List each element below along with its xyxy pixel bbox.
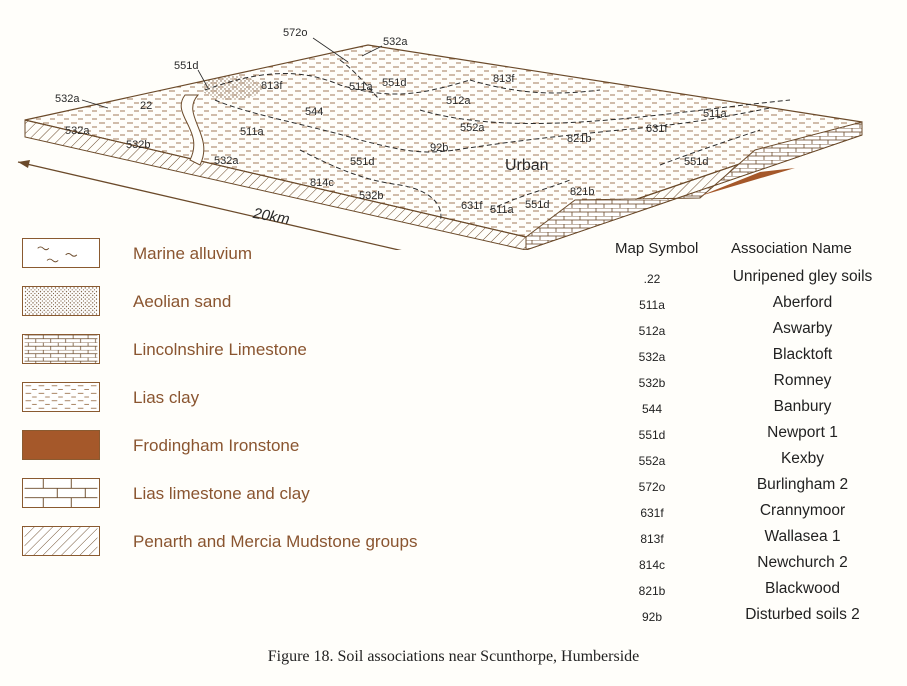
row-name: Unripened gley soils — [732, 268, 873, 285]
map-label: 821b — [567, 133, 592, 145]
row-symbol: .22 — [643, 272, 661, 286]
row-symbol: 551d — [638, 428, 666, 442]
map-label: 813f — [493, 73, 515, 85]
boundary-line — [469, 79, 601, 94]
row-name: Disturbed soils 2 — [745, 606, 860, 623]
block-diagram — [17, 37, 863, 250]
map-label: 572o — [283, 27, 308, 39]
row-name: Banbury — [773, 398, 832, 415]
map-label: 532a — [55, 93, 80, 105]
row-symbol: 92b — [641, 610, 663, 624]
row-name: Romney — [773, 372, 832, 389]
legend-label: Frodingham Ironstone — [133, 436, 300, 455]
map-label: 551d — [525, 199, 550, 211]
legend-label: Lias limestone and clay — [133, 484, 310, 503]
boundary-line — [454, 107, 771, 151]
frodingham-ironstone-swatch — [22, 430, 100, 460]
marine-alluvium-swatch — [22, 238, 100, 268]
row-symbol: 821b — [638, 584, 666, 598]
map-label: 814c — [310, 177, 334, 189]
row-symbol: 552a — [638, 454, 666, 468]
river-channel — [180, 94, 205, 166]
map-label: 631f — [646, 123, 668, 135]
map-label: 552a — [460, 122, 485, 134]
figure-caption: Figure 18. Soil associations near Scunth… — [267, 648, 640, 665]
map-label-urban: Urban — [505, 157, 549, 174]
mudstone-swatch — [22, 526, 100, 556]
row-symbol: 544 — [641, 402, 663, 416]
row-name: Crannymoor — [759, 502, 846, 519]
escarpment-limestone — [525, 121, 863, 250]
legend-label: Marine alluvium — [133, 244, 253, 263]
map-label: 551d — [382, 77, 407, 89]
row-name: Newchurch 2 — [757, 554, 848, 571]
map-label: 532a — [214, 155, 239, 167]
aeolian-sand-swatch — [22, 286, 100, 316]
row-name: Aberford — [772, 294, 833, 311]
map-label: 511a — [240, 126, 264, 138]
legend-item-lias-limestone-clay: Lias limestone and clay — [22, 478, 502, 510]
legend-item-lincolnshire-limestone: Lincolnshire Limestone — [22, 334, 502, 366]
boundary-line — [299, 149, 442, 223]
row-name: Blacktoft — [772, 346, 833, 363]
row-symbol: 512a — [638, 324, 666, 338]
map-label: 813f — [261, 80, 283, 92]
row-symbol: 532a — [638, 350, 666, 364]
boundary-line — [489, 179, 571, 211]
lincolnshire-limestone-swatch — [22, 334, 100, 364]
row-symbol: 631f — [640, 506, 664, 520]
header-association-name: Association Name — [731, 240, 852, 257]
legend-label: Penarth and Mercia Mudstone groups — [133, 532, 418, 551]
map-label: 511a — [490, 204, 514, 216]
map-label: 511a — [349, 81, 373, 93]
row-name: Kexby — [780, 450, 825, 467]
block-front-side — [24, 119, 527, 250]
map-label: 532a — [383, 36, 408, 48]
map-label: 532b — [126, 139, 151, 151]
map-label: 511a — [703, 108, 727, 120]
legend-label: Lincolnshire Limestone — [133, 340, 307, 359]
row-symbol: 572o — [638, 480, 666, 494]
aeolian-sand-area — [202, 76, 262, 100]
boundary-line — [214, 99, 456, 153]
lias-limestone-clay-swatch — [22, 478, 100, 508]
legend-item-mudstone: Penarth and Mercia Mudstone groups — [22, 526, 502, 558]
block-top-surface — [24, 44, 863, 238]
row-name: Newport 1 — [767, 424, 838, 441]
legend-item-marine-alluvium: Marine alluvium — [22, 238, 502, 270]
boundary-line — [204, 73, 471, 95]
legend-item-lias-clay: Lias clay — [22, 382, 502, 414]
legend-label: Lias clay — [133, 388, 200, 407]
legend-label: Aeolian sand — [133, 292, 232, 311]
row-symbol: 814c — [638, 558, 666, 572]
legend-item-aeolian-sand: Aeolian sand — [22, 286, 502, 318]
map-label: 532b — [359, 190, 384, 202]
map-label: 551d — [684, 156, 709, 168]
row-name: Burlingham 2 — [756, 476, 849, 493]
row-name: Wallasea 1 — [764, 528, 841, 545]
map-label: 92b — [430, 142, 449, 154]
row-symbol: 813f — [640, 532, 664, 546]
scale-arrow — [17, 161, 402, 250]
boundary-line — [659, 129, 761, 166]
scale-arrowhead-left — [18, 160, 30, 168]
legend-item-frodingham-ironstone: Frodingham Ironstone — [22, 430, 502, 462]
map-label: 532a — [65, 125, 90, 137]
map-label: 544 — [305, 106, 324, 118]
map-label: 551d — [174, 60, 199, 72]
row-symbol: 511a — [639, 298, 665, 312]
lias-clay-swatch — [22, 382, 100, 412]
map-label: 551d — [350, 156, 375, 168]
boundary-line — [419, 99, 791, 124]
map-label: 512a — [446, 95, 471, 107]
map-label: 821b — [570, 186, 595, 198]
boundary-line — [339, 59, 381, 101]
map-label: 22 — [140, 100, 153, 112]
row-name: Aswarby — [772, 320, 833, 337]
map-label: 631f — [461, 200, 483, 212]
header-map-symbol: Map Symbol — [615, 240, 699, 257]
row-name: Blackwood — [765, 580, 840, 597]
row-symbol: 532b — [638, 376, 666, 390]
